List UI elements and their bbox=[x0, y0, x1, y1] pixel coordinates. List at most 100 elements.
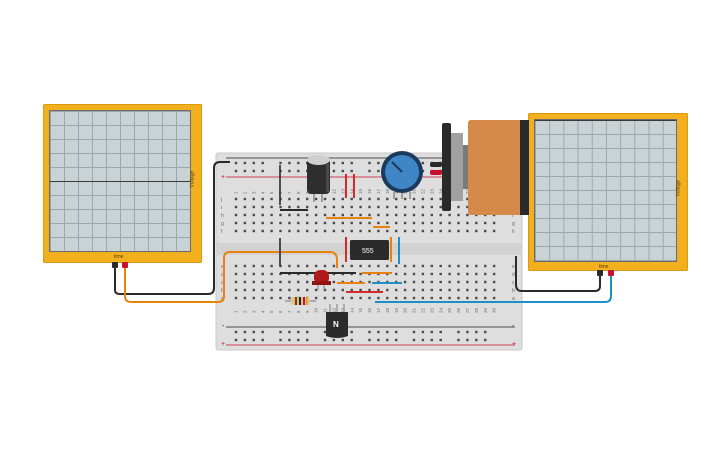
rail-hole[interactable] bbox=[279, 169, 282, 173]
rail-hole[interactable] bbox=[475, 338, 478, 342]
terminal-hole[interactable] bbox=[386, 272, 389, 276]
terminal-hole[interactable] bbox=[439, 264, 442, 268]
terminal-hole[interactable] bbox=[288, 221, 291, 225]
rail-hole[interactable] bbox=[350, 169, 353, 173]
terminal-hole[interactable] bbox=[279, 288, 282, 292]
terminal-hole[interactable] bbox=[297, 288, 300, 292]
terminal-hole[interactable] bbox=[368, 213, 371, 217]
rail-hole[interactable] bbox=[350, 330, 353, 334]
terminal-hole[interactable] bbox=[377, 296, 380, 300]
rail-hole[interactable] bbox=[377, 161, 380, 165]
terminal-hole[interactable] bbox=[323, 296, 327, 300]
terminal-hole[interactable] bbox=[297, 221, 300, 225]
terminal-hole[interactable] bbox=[234, 288, 238, 292]
terminal-hole[interactable] bbox=[261, 221, 264, 225]
terminal-hole[interactable] bbox=[484, 213, 487, 217]
rail-hole[interactable] bbox=[323, 169, 327, 173]
terminal-hole[interactable] bbox=[430, 296, 433, 300]
rail-hole[interactable] bbox=[439, 169, 442, 173]
terminal-hole[interactable] bbox=[306, 213, 309, 217]
terminal-hole[interactable] bbox=[279, 264, 282, 268]
terminal-hole[interactable] bbox=[288, 213, 291, 217]
terminal-hole[interactable] bbox=[332, 288, 336, 292]
terminal-hole[interactable] bbox=[492, 213, 496, 217]
rail-hole[interactable] bbox=[386, 330, 389, 334]
terminal-hole[interactable] bbox=[323, 213, 327, 217]
terminal-hole[interactable] bbox=[332, 296, 336, 300]
rail-hole[interactable] bbox=[341, 330, 344, 334]
terminal-hole[interactable] bbox=[484, 280, 487, 284]
terminal-hole[interactable] bbox=[314, 288, 318, 292]
terminal-hole[interactable] bbox=[234, 280, 238, 284]
terminal-hole[interactable] bbox=[492, 272, 496, 276]
rail-hole[interactable] bbox=[332, 169, 336, 173]
terminal-hole[interactable] bbox=[403, 197, 407, 201]
terminal-hole[interactable] bbox=[306, 272, 309, 276]
terminal-hole[interactable] bbox=[412, 213, 416, 217]
rail-hole[interactable] bbox=[484, 161, 487, 165]
terminal-hole[interactable] bbox=[359, 213, 362, 217]
terminal-hole[interactable] bbox=[466, 272, 469, 276]
terminal-hole[interactable] bbox=[412, 229, 416, 233]
terminal-hole[interactable] bbox=[234, 221, 238, 225]
rail-hole[interactable] bbox=[252, 169, 255, 173]
terminal-hole[interactable] bbox=[377, 213, 380, 217]
rail-hole[interactable] bbox=[261, 338, 264, 342]
terminal-hole[interactable] bbox=[297, 205, 300, 209]
terminal-hole[interactable] bbox=[261, 229, 264, 233]
rail-hole[interactable] bbox=[421, 169, 425, 173]
terminal-hole[interactable] bbox=[448, 272, 451, 276]
terminal-hole[interactable] bbox=[341, 205, 344, 209]
terminal-hole[interactable] bbox=[403, 264, 407, 268]
terminal-hole[interactable] bbox=[386, 205, 389, 209]
terminal-hole[interactable] bbox=[430, 229, 433, 233]
terminal-hole[interactable] bbox=[306, 264, 309, 268]
rail-hole[interactable] bbox=[484, 330, 487, 334]
terminal-hole[interactable] bbox=[421, 296, 425, 300]
rail-hole[interactable] bbox=[261, 161, 264, 165]
terminal-hole[interactable] bbox=[270, 213, 273, 217]
terminal-hole[interactable] bbox=[359, 197, 362, 201]
rail-hole[interactable] bbox=[421, 161, 425, 165]
rail-hole[interactable] bbox=[252, 338, 255, 342]
terminal-hole[interactable] bbox=[341, 221, 344, 225]
terminal-hole[interactable] bbox=[332, 280, 336, 284]
terminal-hole[interactable] bbox=[341, 272, 344, 276]
terminal-hole[interactable] bbox=[350, 280, 353, 284]
terminal-hole[interactable] bbox=[421, 264, 425, 268]
terminal-hole[interactable] bbox=[350, 229, 353, 233]
terminal-hole[interactable] bbox=[252, 229, 255, 233]
terminal-hole[interactable] bbox=[403, 272, 407, 276]
terminal-hole[interactable] bbox=[288, 205, 291, 209]
terminal-hole[interactable] bbox=[492, 280, 496, 284]
terminal-hole[interactable] bbox=[430, 272, 433, 276]
rail-hole[interactable] bbox=[412, 338, 416, 342]
terminal-hole[interactable] bbox=[243, 280, 247, 284]
terminal-hole[interactable] bbox=[430, 197, 433, 201]
terminal-hole[interactable] bbox=[288, 288, 291, 292]
terminal-hole[interactable] bbox=[332, 264, 336, 268]
rail-hole[interactable] bbox=[439, 330, 442, 334]
terminal-hole[interactable] bbox=[279, 229, 282, 233]
wire-blue-right-scope[interactable] bbox=[375, 274, 612, 303]
rail-hole[interactable] bbox=[475, 161, 478, 165]
rail-hole[interactable] bbox=[297, 330, 300, 334]
terminal-hole[interactable] bbox=[341, 213, 344, 217]
terminal-hole[interactable] bbox=[492, 229, 496, 233]
terminal-hole[interactable] bbox=[421, 205, 425, 209]
rail-hole[interactable] bbox=[323, 161, 327, 165]
terminal-hole[interactable] bbox=[492, 205, 496, 209]
terminal-hole[interactable] bbox=[439, 280, 442, 284]
terminal-hole[interactable] bbox=[403, 280, 407, 284]
terminal-hole[interactable] bbox=[395, 288, 398, 292]
terminal-hole[interactable] bbox=[484, 205, 487, 209]
terminal-hole[interactable] bbox=[314, 205, 318, 209]
terminal-hole[interactable] bbox=[243, 221, 247, 225]
terminal-hole[interactable] bbox=[439, 197, 442, 201]
terminal-hole[interactable] bbox=[430, 213, 433, 217]
terminal-hole[interactable] bbox=[341, 197, 344, 201]
terminal-hole[interactable] bbox=[279, 296, 282, 300]
rail-hole[interactable] bbox=[368, 338, 371, 342]
terminal-hole[interactable] bbox=[466, 296, 469, 300]
